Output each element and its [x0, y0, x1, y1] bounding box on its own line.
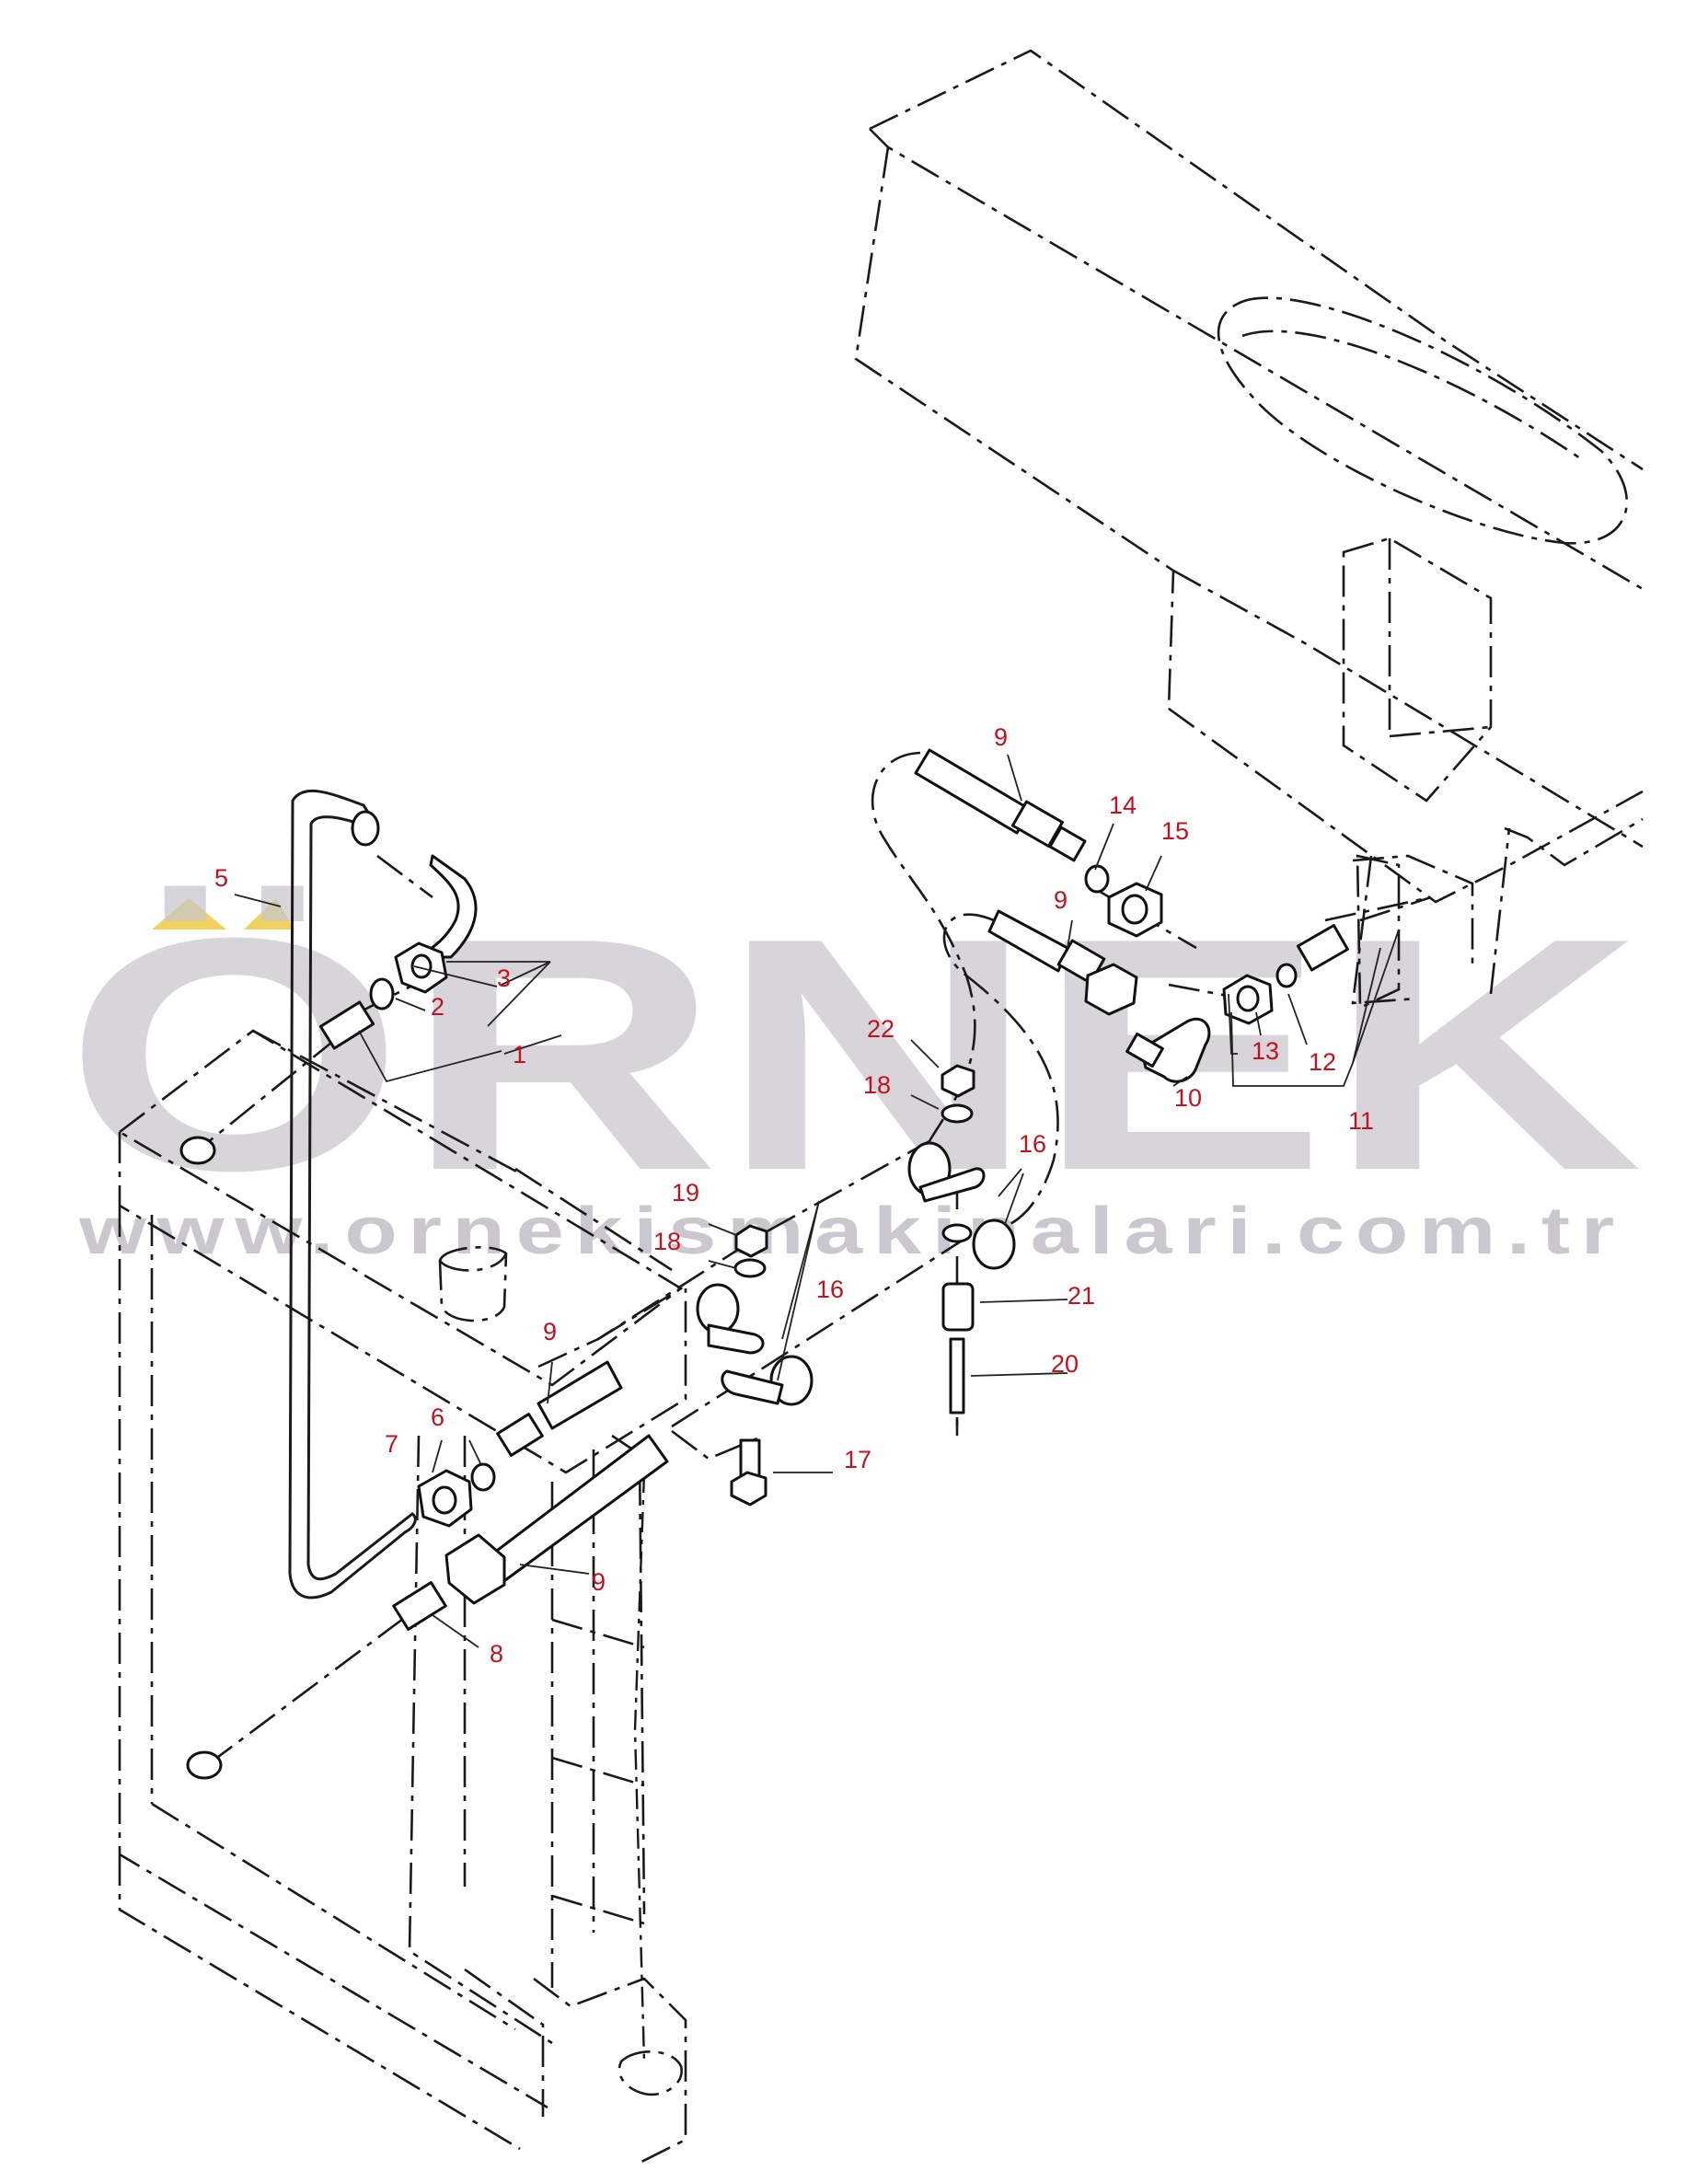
stud-20: [949, 1337, 965, 1415]
leader-lines: [234, 754, 1400, 1648]
callout-11: 11: [1348, 1107, 1374, 1135]
callout-9-middle: 9: [543, 1318, 557, 1345]
clamp-16: [972, 1218, 1016, 1270]
ring-2: [369, 977, 395, 1010]
callout-9-lower: 9: [592, 1568, 606, 1596]
connector-1: [318, 1000, 375, 1050]
washer-18: [733, 1258, 767, 1278]
callout-1: 1: [513, 1041, 526, 1068]
watermark-accent-mark: [244, 898, 294, 930]
watermark-brand: ÖRNEK: [64, 870, 1643, 1240]
cap: [179, 1136, 216, 1165]
callout-14: 14: [1109, 791, 1137, 819]
callout-6: 6: [431, 1403, 444, 1431]
callout-22: 22: [867, 1015, 894, 1043]
callout-18-right: 18: [863, 1071, 891, 1099]
tube-5: [288, 789, 478, 1599]
ring-14: [1084, 864, 1110, 894]
washer-18: [941, 1103, 974, 1124]
callout-18-left: 18: [653, 1228, 681, 1255]
callout-7: 7: [385, 1430, 398, 1458]
clamp-16: [696, 1283, 740, 1334]
hose-9-lower: [477, 1434, 669, 1585]
callout-19: 19: [672, 1179, 699, 1207]
cap-lower: [186, 1750, 223, 1780]
nut-22: [941, 1064, 975, 1098]
ring-6: [470, 1462, 496, 1492]
elbow-10: [1139, 1018, 1211, 1083]
callout-15: 15: [1161, 817, 1189, 845]
watermark-accent-mark: [152, 898, 226, 930]
hose-9-middle: [537, 1360, 623, 1430]
callout-12: 12: [1309, 1048, 1336, 1076]
upper-machine-outline: [854, 49, 1644, 1005]
callout-17: 17: [844, 1446, 871, 1473]
watermark-url: www.ornekismakinalari.com.tr: [78, 1195, 1625, 1268]
callouts: 1 2 3 5 6 7 8 9 9 9 9 10 11 12 13 14 15 …: [214, 723, 1374, 1668]
callout-20: 20: [1051, 1350, 1079, 1378]
nut-19: [734, 1224, 768, 1258]
routing-lines: [188, 751, 1432, 1767]
callout-13: 13: [1252, 1037, 1279, 1065]
connector-11: [1296, 924, 1349, 972]
callout-16-right: 16: [1019, 1130, 1046, 1158]
hose-9-upper: [914, 748, 1033, 835]
callout-21: 21: [1068, 1282, 1095, 1310]
fitting-8: [392, 1581, 447, 1631]
callout-16-left: 16: [816, 1276, 844, 1303]
callout-10: 10: [1174, 1084, 1202, 1112]
watermark: ÖRNEK www.ornekismakinalari.com.tr: [64, 870, 1643, 1268]
callout-2: 2: [431, 993, 444, 1021]
ring-12: [1275, 963, 1298, 988]
spacer-21: [941, 1282, 975, 1332]
callout-9-upper: 9: [994, 723, 1008, 751]
callout-3: 3: [497, 964, 511, 992]
callout-8: 8: [490, 1640, 503, 1668]
callout-5: 5: [214, 864, 228, 892]
hose-9-right: [987, 909, 1069, 973]
callout-9-right: 9: [1054, 886, 1068, 914]
